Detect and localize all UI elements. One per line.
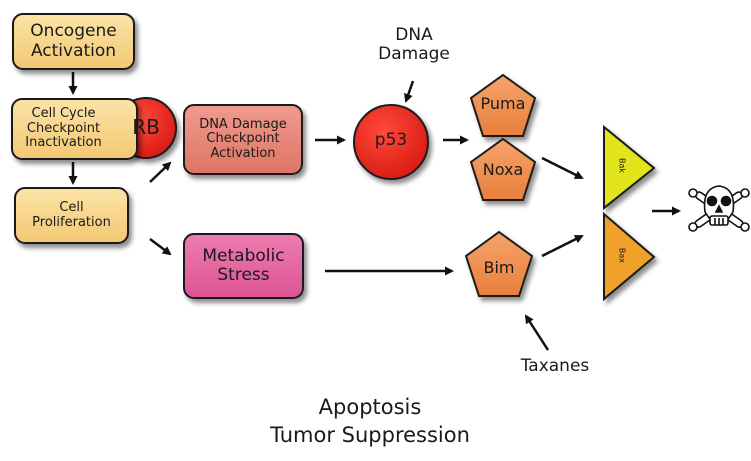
puma-pentagon (469, 73, 537, 137)
dna-damage-checkpoint-label: DNA Damage Checkpoint Activation (199, 116, 287, 161)
taxanes-label: Taxanes (520, 356, 590, 376)
arrow-proliferation-to-metabolic (149, 238, 172, 256)
arrow-dna-damage-to-p53 (404, 80, 415, 103)
p53-circle (353, 104, 429, 180)
oncogene-activation-box: Oncogene Activation (12, 13, 135, 70)
cell-proliferation-label: Cell Proliferation (32, 199, 111, 230)
metabolic-stress-box: Metabolic Stress (183, 233, 304, 299)
bax-triangle (603, 211, 656, 302)
bak-triangle (603, 124, 656, 211)
arrow-taxanes-to-bim (524, 314, 550, 351)
puma-label: Puma (480, 94, 526, 113)
cell-proliferation-box: Cell Proliferation (14, 187, 129, 244)
skull-and-crossbones-icon (688, 185, 750, 232)
bak-label: Bak (617, 157, 627, 173)
dna-damage-label: DNA Damage (378, 25, 450, 65)
bax-label: Bax (617, 247, 627, 264)
noxa-pentagon (469, 137, 537, 201)
caption-tumor-suppression: Tumor Suppression (270, 423, 470, 447)
arrow-bim-to-bax (541, 234, 584, 258)
cell-cycle-checkpoint-box: Cell Cycle Checkpoint Inactivation (11, 98, 138, 160)
bim-label: Bim (483, 258, 515, 277)
dna-damage-checkpoint-box: DNA Damage Checkpoint Activation (183, 104, 303, 175)
oncogene-activation-label: Oncogene Activation (30, 21, 117, 61)
rb-label: RB (132, 115, 160, 139)
cell-cycle-checkpoint-label: Cell Cycle Checkpoint Inactivation (25, 106, 102, 151)
bim-pentagon (464, 230, 534, 297)
noxa-label: Noxa (482, 160, 524, 179)
metabolic-stress-label: Metabolic Stress (202, 245, 285, 285)
arrow-noxa-to-bak (541, 156, 584, 180)
arrow-rb-to-dna-checkpoint (149, 161, 172, 183)
p53-label: p53 (374, 130, 408, 150)
caption-apoptosis: Apoptosis (318, 395, 422, 419)
